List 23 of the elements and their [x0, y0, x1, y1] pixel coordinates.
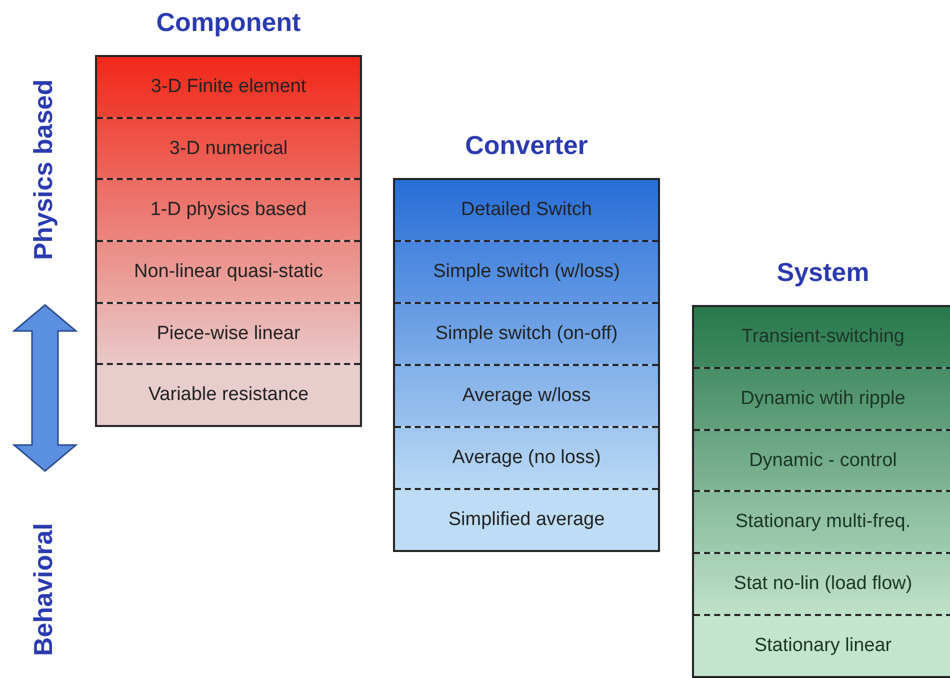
level-cell: Stationary multi-freq. — [694, 490, 950, 552]
level-cell: 3-D numerical — [97, 116, 360, 178]
level-cell: Non-linear quasi-static — [97, 240, 360, 302]
level-cell: Average (no loss) — [395, 426, 658, 488]
axis-label: Physics based — [28, 78, 59, 262]
level-cell: Simple switch (on-off) — [395, 302, 658, 364]
column-heading: Component — [155, 6, 302, 39]
column-heading: System — [776, 256, 870, 289]
level-cell: Simple switch (w/loss) — [395, 240, 658, 302]
level-cell: Piece-wise linear — [97, 302, 360, 364]
level-cell: Detailed Switch — [395, 180, 658, 240]
level-cell: Transient-switching — [694, 307, 950, 367]
level-cell: Stat no-lin (load flow) — [694, 552, 950, 614]
level-cell: Stationary linear — [694, 614, 950, 676]
level-cell: Dynamic wtih ripple — [694, 366, 950, 429]
level-cell: Simplified average — [395, 488, 658, 550]
column-heading: Converter — [464, 129, 589, 162]
level-cell: 1-D physics based — [97, 178, 360, 240]
level-cell: Variable resistance — [97, 363, 360, 426]
axis-label: Behavioral — [28, 522, 59, 658]
level-cell: Average w/loss — [395, 364, 658, 426]
level-cell: 3-D Finite element — [97, 57, 360, 117]
level-cell: Dynamic - control — [694, 428, 950, 490]
